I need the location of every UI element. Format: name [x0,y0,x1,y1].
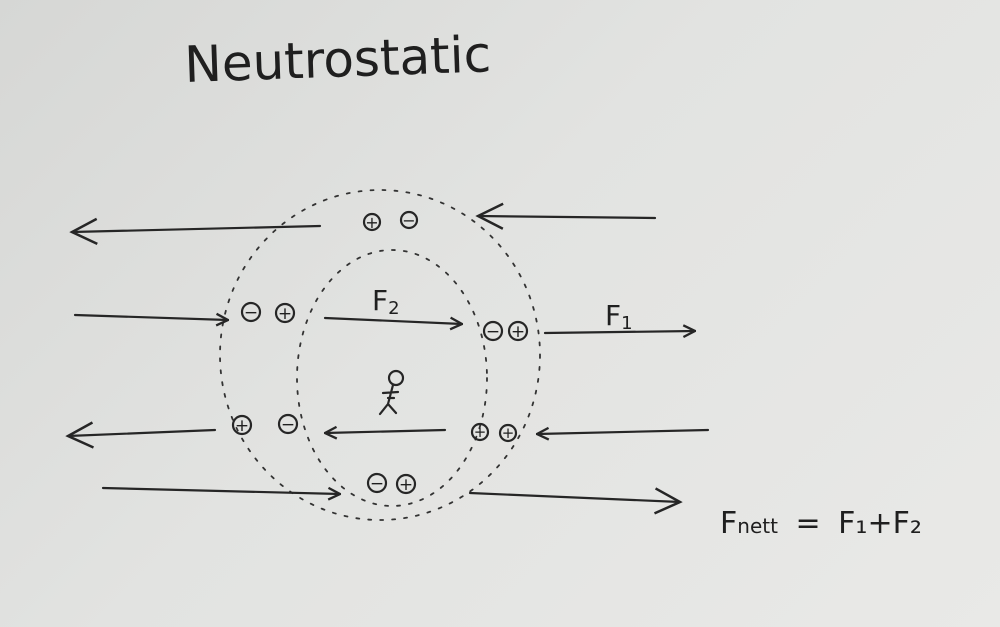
charge-pair-bottom: − + [366,472,417,495]
charge-sign: − [281,415,295,435]
arrow-low-right [537,430,710,434]
net-force-formula: Fnett = F₁+F₂ [720,506,922,541]
charge-sign: − [244,303,258,323]
charge-sign: − [402,211,415,230]
charge-sign: + [235,416,249,436]
charge-sign: + [502,424,515,442]
charge-pair-low-right: + + [470,422,518,443]
arrow-mid-left-in [73,315,228,320]
charge-pair-low-left: + − [231,413,299,436]
charge-sign: − [486,322,500,342]
arrow-bottom-right [468,493,680,502]
charge-sign: − [370,474,384,494]
stick-figure-icon [378,369,405,416]
diagram-title: Neutrostatic [183,25,492,94]
label-f2: F2 [372,284,400,319]
arrow-low-inner [325,430,447,433]
arrow-f2 [323,318,462,324]
label-f1: F1 [605,299,633,334]
arrow-bottom-left [101,488,340,494]
charge-sign: + [365,213,378,232]
arrow-top-right [478,216,657,218]
arrow-low-left [68,430,217,436]
charge-pair-top: + − [362,210,419,232]
arrow-top-left [72,226,322,232]
charge-pair-mid-right: − + [482,320,529,342]
inner-field-boundary [296,249,488,507]
charge-pair-mid-left: − + [240,301,296,324]
charge-sign: + [474,423,487,441]
charge-sign: + [399,475,413,495]
outer-field-boundary [219,189,541,521]
charge-sign: + [278,304,292,324]
arrow-f1 [543,331,695,333]
charge-sign: + [511,322,525,342]
